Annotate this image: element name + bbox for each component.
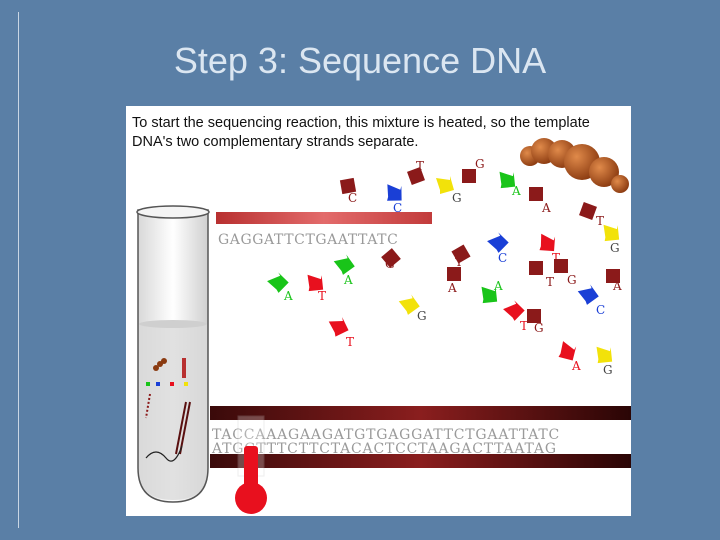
nucleotide-g	[603, 224, 620, 242]
nucleotide-c	[339, 177, 357, 195]
nucleotide-g	[436, 176, 454, 194]
nucleotide-t	[539, 233, 556, 252]
nucleotide-shape	[328, 317, 349, 337]
nucleotide-shape	[596, 346, 613, 364]
nucleotide-label: A	[447, 281, 457, 295]
nucleotide-c	[387, 184, 402, 201]
slide-title: Step 3: Sequence DNA	[173, 40, 547, 81]
nucleotide-shape	[447, 267, 461, 281]
nucleotide-c	[577, 284, 599, 305]
test-tube	[136, 205, 210, 503]
nucleotide-g	[596, 346, 613, 364]
nucleotide-a	[481, 286, 498, 304]
nucleotide-shape	[307, 274, 324, 292]
nucleotide-shape	[554, 259, 568, 273]
nucleotide-label: G	[610, 241, 620, 255]
nucleotide-label: T	[552, 251, 560, 265]
nucleotide-a	[499, 171, 516, 189]
nucleotide-t	[407, 167, 425, 185]
nucleotide-t	[307, 274, 324, 292]
nucleotide-shape	[462, 169, 476, 183]
nucleotide-shape	[407, 167, 425, 185]
nucleotide-shape	[539, 233, 556, 252]
double-stranded-dna: TACCAAAGAAGATGTGAGGATTCTGAATTATC ATGGTTT…	[210, 406, 631, 468]
nucleotide-shape	[527, 309, 541, 323]
sequencing-figure: GAGGATTCTGAATTATC TACCAAAGAAGATGTGAGGATT…	[126, 106, 631, 516]
nucleotide-g	[381, 248, 401, 268]
nucleotide-label: A	[541, 201, 551, 215]
nucleotide-label: G	[567, 273, 577, 287]
nucleotide-label: G	[603, 363, 613, 377]
nucleotide-label: G	[385, 257, 395, 271]
nucleotide-shape	[558, 341, 577, 361]
nucleotide-label: G	[417, 309, 427, 323]
nucleotide-t	[503, 300, 525, 321]
figure-illustration: GAGGATTCTGAATTATC TACCAAAGAAGATGTGAGGATT…	[136, 138, 631, 514]
nucleotide-c	[487, 232, 509, 253]
nucleotide-shape	[398, 294, 420, 315]
nucleotide-t	[529, 261, 543, 275]
nucleotide-shape	[339, 177, 357, 195]
nucleotide-a	[267, 272, 289, 293]
nucleotide-g	[554, 259, 568, 273]
figure-caption: To start the sequencing reaction, this m…	[132, 115, 590, 150]
nucleotide-shape	[267, 272, 289, 293]
nucleotide-label: A	[612, 279, 622, 293]
nucleotide-shape	[577, 284, 599, 305]
tube-contents-icon	[145, 358, 191, 462]
nucleotide-a	[558, 341, 577, 361]
nucleotide-label: C	[393, 201, 402, 215]
nucleotide-label: C	[596, 303, 605, 317]
nucleotide-shape	[606, 269, 620, 283]
nucleotide-g	[398, 294, 420, 315]
nucleotide-shape	[436, 176, 454, 194]
nucleotide-label: A	[493, 279, 503, 293]
nucleotide-shape	[529, 261, 543, 275]
nucleotide-g	[527, 309, 541, 323]
nucleotide-label: T	[416, 159, 424, 173]
nucleotide-label: T	[596, 214, 604, 228]
nucleotide-label: G	[452, 191, 462, 205]
nucleotide-shape	[579, 202, 597, 220]
nucleotide-shape	[503, 300, 525, 321]
template-strand-sequence: GAGGATTCTGAATTATC	[218, 232, 398, 248]
nucleotide-label: T	[346, 335, 354, 349]
left-divider-line	[18, 12, 19, 528]
nucleotide-label: C	[348, 191, 357, 205]
polymerase-beads	[520, 138, 629, 193]
nucleotide-t	[579, 202, 597, 220]
nucleotide-label: A	[511, 184, 521, 198]
nucleotide-label: T	[455, 255, 463, 269]
nucleotide-shape	[381, 248, 401, 268]
nucleotide-shape	[603, 224, 620, 242]
nucleotide-shape	[499, 171, 516, 189]
nucleotide-a	[529, 187, 543, 201]
nucleotide-t	[451, 244, 471, 264]
nucleotide-t	[328, 317, 349, 337]
nucleotide-a	[333, 254, 355, 275]
nucleotide-shape	[487, 232, 509, 253]
nucleotide-shape	[387, 184, 402, 201]
nucleotide-shape	[451, 244, 471, 264]
double-strand-bottom-sequence: ATGGTTTCTTCTACACTCCTAAGACTTAATAG	[211, 441, 557, 457]
nucleotide-shape	[481, 286, 498, 304]
nucleotide-label: A	[283, 289, 293, 303]
nucleotide-shape	[333, 254, 355, 275]
nucleotide-label: C	[498, 251, 507, 265]
nucleotide-label: T	[546, 275, 554, 289]
nucleotide-label: A	[343, 273, 353, 287]
nucleotide-label: G	[534, 321, 544, 335]
nucleotide-g	[462, 169, 476, 183]
nucleotide-label: T	[318, 289, 326, 303]
template-strand: GAGGATTCTGAATTATC	[216, 212, 432, 248]
nucleotide-shape	[529, 187, 543, 201]
thermometer-icon	[235, 415, 267, 514]
nucleotide-a	[606, 269, 620, 283]
nucleotide-a	[447, 267, 461, 281]
nucleotide-label: T	[520, 319, 528, 333]
nucleotide-label: A	[571, 359, 581, 373]
nucleotide-label: G	[475, 157, 485, 171]
double-strand-top-sequence: TACCAAAGAAGATGTGAGGATTCTGAATTATC	[212, 427, 560, 443]
